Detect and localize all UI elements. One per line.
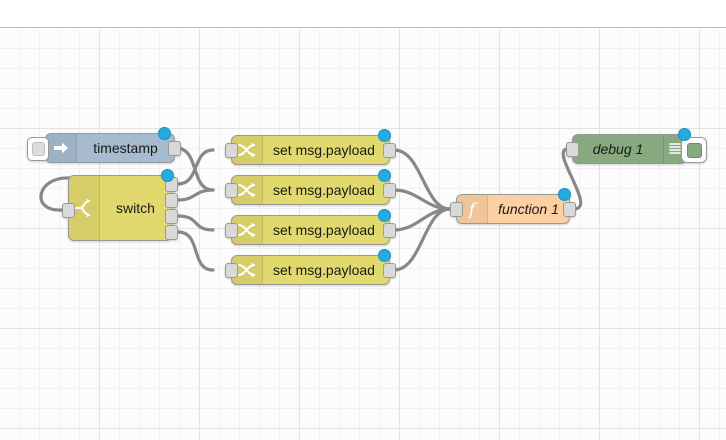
switch-output-port-3[interactable] [165, 209, 178, 224]
node-function-1[interactable]: f function 1 [450, 188, 576, 224]
debug-toggle-indicator [686, 142, 702, 158]
inject-status-dot [158, 127, 171, 140]
switch-output-port-4[interactable] [165, 225, 178, 240]
debug-1-input-port[interactable] [566, 142, 579, 157]
function-1-output-port[interactable] [563, 202, 576, 217]
node-change-2[interactable]: set msg.payload [225, 169, 396, 205]
switch-input-port[interactable] [62, 203, 75, 218]
arrow-right-icon [46, 134, 77, 162]
inject-output-port[interactable] [168, 141, 181, 156]
change-3-status-dot [378, 209, 391, 222]
switch-node-label: switch [116, 200, 155, 216]
function-1-input-port[interactable] [450, 202, 463, 217]
node-debug-1[interactable]: debug 1 [566, 128, 707, 164]
debug-1-status-dot [678, 128, 691, 141]
change-1-input-port[interactable] [225, 143, 238, 158]
switch-output-port-2[interactable] [165, 193, 178, 208]
svg-text:f: f [467, 200, 478, 219]
inject-trigger-pad [31, 142, 45, 156]
change-1-output-port[interactable] [383, 143, 396, 158]
change-4-label: set msg.payload [273, 262, 375, 278]
change-3-output-port[interactable] [383, 223, 396, 238]
function-1-label: function 1 [498, 201, 559, 217]
editor-header-strip [0, 0, 726, 28]
debug-toggle-button[interactable] [681, 137, 707, 163]
change-4-status-dot [378, 249, 391, 262]
change-2-input-port[interactable] [225, 183, 238, 198]
change-3-input-port[interactable] [225, 223, 238, 238]
change-1-label: set msg.payload [273, 142, 375, 158]
change-3-label: set msg.payload [273, 222, 375, 238]
node-change-3[interactable]: set msg.payload [225, 209, 396, 245]
debug-lines-icon [663, 135, 686, 163]
node-inject-timestamp[interactable]: timestamp [27, 127, 181, 163]
change-2-output-port[interactable] [383, 183, 396, 198]
inject-node-label: timestamp [93, 140, 158, 156]
node-change-4[interactable]: set msg.payload [225, 249, 396, 285]
function-1-status-dot [558, 188, 571, 201]
inject-trigger-button[interactable] [27, 137, 49, 161]
change-4-input-port[interactable] [225, 263, 238, 278]
switch-status-dot [161, 169, 174, 182]
change-1-status-dot [378, 129, 391, 142]
node-switch[interactable]: switch [62, 169, 178, 241]
change-2-status-dot [378, 169, 391, 182]
node-change-1[interactable]: set msg.payload [225, 129, 396, 165]
debug-1-label: debug 1 [592, 141, 644, 157]
switch-icon [69, 176, 100, 240]
change-2-label: set msg.payload [273, 182, 375, 198]
change-4-output-port[interactable] [383, 263, 396, 278]
